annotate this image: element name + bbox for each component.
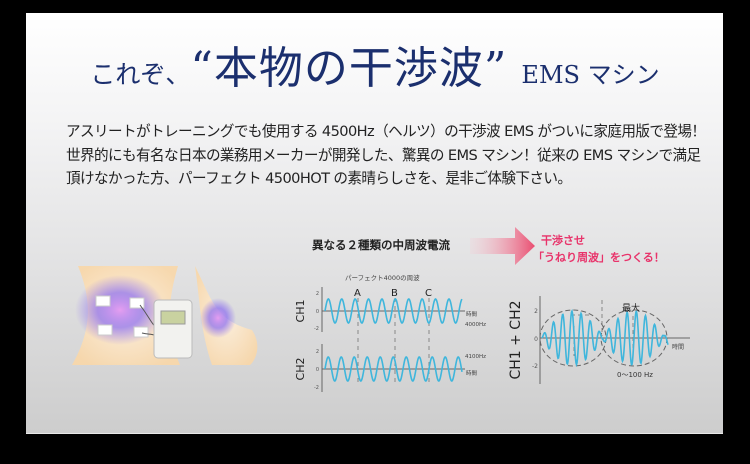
result-line-1: 干渉させ: [541, 233, 585, 247]
electrode-pad: [133, 326, 149, 338]
tick-label: 2: [316, 349, 319, 355]
headline-main: “本物の干渉波”: [190, 43, 508, 94]
ch2-wave: [324, 356, 463, 382]
device-screen: [160, 310, 186, 325]
ch2-label: CH2: [294, 358, 307, 381]
input-caption: 異なる２種類の中周波電流: [312, 238, 450, 252]
body-illustration: [72, 266, 258, 365]
sum-wave: [541, 308, 669, 368]
tick-label: -2: [314, 326, 319, 332]
marker-c: C: [425, 288, 432, 299]
headline: これぞ、“本物の干渉波” EMS マシン: [0, 32, 750, 96]
marker-a: A: [354, 288, 361, 299]
combined-wave-chart: CH1 + CH2 2 0 -2 最大 時間 0〜100 Hz: [508, 296, 690, 384]
electrode-pad: [97, 324, 113, 336]
tick-label: 2: [534, 308, 538, 315]
tick-label: 0: [316, 309, 319, 315]
beat-range: 0〜100 Hz: [617, 371, 653, 379]
sum-time-label: 時間: [672, 343, 684, 351]
description-text: アスリートがトレーニングでも使用する 4500Hz（ヘルツ）の干渉波 EMS が…: [66, 123, 706, 187]
tick-label: -2: [532, 363, 538, 370]
tick-label: 2: [316, 291, 319, 297]
tick-label: 0: [534, 336, 538, 343]
arrow-right-icon: [470, 227, 535, 265]
ch1-label: CH1: [294, 300, 307, 323]
max-label: 最大: [622, 302, 640, 314]
ch2-frequency: 4100Hz: [465, 354, 486, 360]
electrode-pad: [95, 295, 111, 307]
electrode-pad: [129, 297, 145, 309]
ems-device: [153, 299, 193, 359]
tick-label: -2: [314, 385, 319, 391]
sum-ylabel: CH1 + CH2: [508, 300, 524, 379]
channel-waves-chart: パーフェクト4000の周波 A B C CH1 CH2 2 0 -2 2 0 -…: [294, 273, 486, 392]
headline-suffix: EMS マシン: [521, 61, 660, 89]
chart-subtitle: パーフェクト4000の周波: [345, 273, 420, 282]
ch1-time-label: 時間: [466, 310, 478, 318]
ch2-time-label: 時間: [466, 369, 478, 377]
tick-label: 0: [316, 367, 319, 373]
ch1-frequency: 4000Hz: [465, 322, 486, 328]
marker-b: B: [391, 288, 398, 299]
headline-prefix: これぞ、: [90, 60, 191, 89]
result-line-2: 「うねり周波」をつくる！: [533, 250, 665, 264]
ch1-wave: [324, 298, 463, 324]
